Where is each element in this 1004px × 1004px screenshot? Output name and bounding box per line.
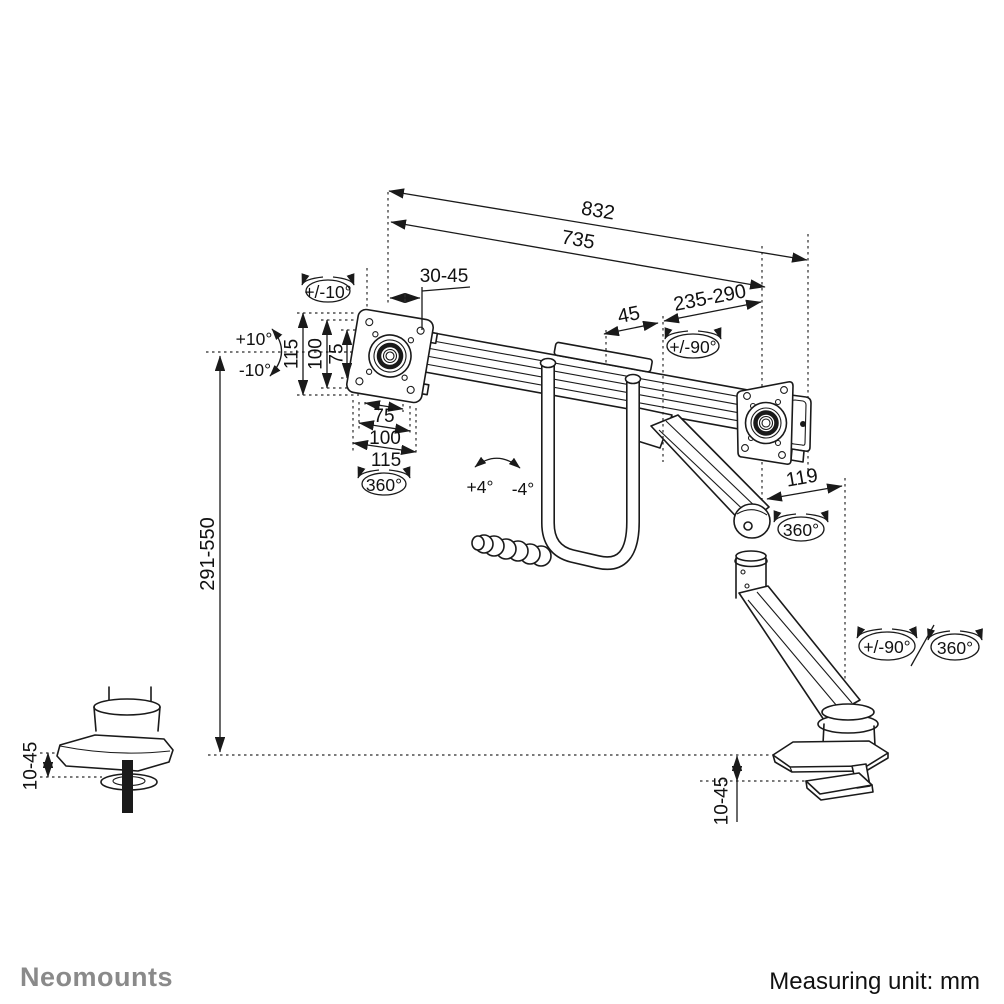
base-swivel-label: +/-90° [863, 637, 910, 657]
gas-spring-arm-upper [650, 414, 770, 527]
left-vesa-plate [345, 308, 439, 404]
head-tilt-arc [269, 328, 283, 377]
dimension-lines [42, 188, 843, 822]
dim-grommet-clamp-label: 10-45 [21, 742, 42, 791]
rail-tilt-up-label: +4° [467, 477, 494, 497]
grommet-mount-detail [56, 686, 174, 813]
elbow-joint [733, 503, 771, 599]
brand-logo: Neomounts [20, 962, 173, 992]
measuring-unit-label: Measuring unit: mm [769, 968, 980, 995]
desk-clamp [772, 703, 889, 801]
dim-rail-width-label: 735 [560, 226, 597, 253]
base-rotation-indicator [927, 628, 983, 661]
base-swivel-indicator [856, 626, 918, 661]
elbow-swivel-label: 360° [783, 520, 819, 540]
rotation-indicators [269, 273, 983, 667]
dim-height-range-label: 291-550 [197, 517, 219, 590]
head-rotation-label: +/-90° [669, 337, 716, 357]
grip-handle [471, 534, 552, 567]
rail-tilt-down-label: -4° [512, 479, 535, 499]
handle-loop [539, 357, 642, 571]
dim-pivot-offset-label: 119 [784, 465, 819, 492]
dim-total-width-label: 832 [580, 198, 617, 225]
head-tilt-up-label: +10° [236, 329, 273, 349]
head-tilt-range-label: +/-10° [304, 282, 351, 302]
dimension-labels: 832 735 30-45 45 235-290 119 291-550 115… [21, 198, 820, 826]
rail-tilt-arc [474, 456, 521, 469]
dim-arm-extension-label: 235-290 [672, 280, 748, 316]
head-swivel-label: 360° [366, 475, 402, 495]
dim-vesa-h-outer-label: 115 [371, 450, 401, 471]
extension-lines-front [605, 316, 664, 462]
right-vesa-plate [736, 381, 812, 465]
gas-spring-arm-lower [738, 585, 861, 721]
dim-vesa-v-outer-label: 115 [282, 339, 303, 369]
dim-vesa-v-inner-label: 75 [327, 343, 348, 364]
head-rotation-indicator [664, 327, 722, 359]
head-tilt-down-label: -10° [239, 360, 271, 380]
dim-plate-to-rail-label: 30-45 [420, 266, 469, 287]
head-swivel-indicator [357, 466, 411, 496]
grommet-bolt [122, 760, 133, 813]
footer: Neomounts Measuring unit: mm [20, 962, 980, 995]
elbow-swivel-indicator [773, 510, 829, 542]
dim-vesa-v-middle-label: 100 [306, 338, 327, 370]
dim-vesa-h-middle-label: 100 [369, 428, 401, 449]
base-rotation-label: 360° [937, 638, 973, 658]
dim-vesa-h-inner-label: 75 [373, 406, 394, 427]
dim-desk-clamp-label: 10-45 [712, 777, 733, 826]
rotation-labels: +/-10° +10° -10° 360° +4° -4° +/-90° 360… [236, 282, 973, 658]
head-tilt-range-indicator [301, 273, 355, 303]
dim-slider-offset-label: 45 [616, 302, 642, 328]
monitor-arm-illustration [56, 308, 889, 813]
